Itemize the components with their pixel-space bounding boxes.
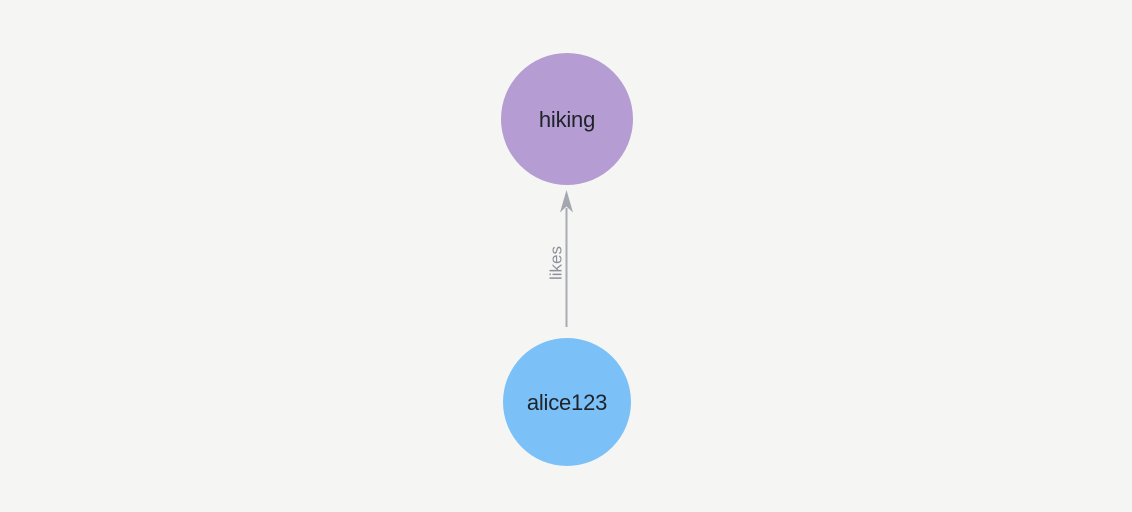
node-hiking[interactable]: hiking: [501, 53, 633, 185]
node-alice123-label: alice123: [527, 390, 607, 415]
edge-arrowhead-icon: [560, 190, 573, 213]
edge-alice123-likes-hiking: likes: [547, 190, 573, 327]
edge-label: likes: [547, 246, 566, 280]
node-alice123-circle[interactable]: [503, 338, 631, 466]
node-alice123[interactable]: alice123: [503, 338, 631, 466]
node-hiking-label: hiking: [539, 107, 595, 132]
node-hiking-circle[interactable]: [501, 53, 633, 185]
